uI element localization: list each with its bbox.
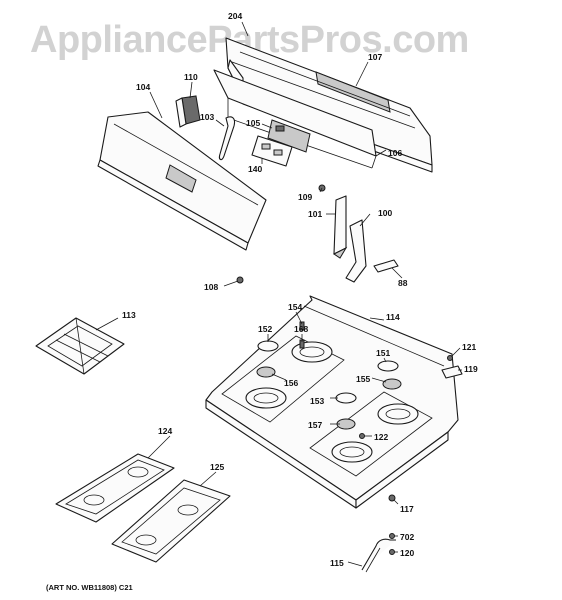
clip-88[interactable] [373,259,399,273]
callout-108[interactable]: 108 [204,282,218,292]
screw-122[interactable] [359,433,365,439]
callout-124[interactable]: 124 [158,426,172,436]
callout-115[interactable]: 115 [330,558,344,568]
fitting-120[interactable] [389,549,395,555]
callout-156[interactable]: 156 [284,378,298,388]
burner-cap-152[interactable] [257,340,279,352]
callout-125[interactable]: 125 [210,462,224,472]
leader-lines [95,21,462,567]
callout-121[interactable]: 121 [462,342,476,352]
burner-cap-153[interactable] [335,392,357,404]
control-switch[interactable] [267,119,311,153]
callout-101[interactable]: 101 [308,209,322,219]
callout-151[interactable]: 151 [376,348,390,358]
callout-88[interactable]: 88 [398,278,408,288]
callout-140[interactable]: 140 [248,164,262,174]
side-bracket-100[interactable] [345,219,367,283]
callout-109[interactable]: 109 [298,192,312,202]
callout-labels: 204 107 104 110 103 105 140 106 109 101 … [122,11,478,568]
callout-103[interactable]: 103 [200,112,214,122]
callout-107[interactable]: 107 [368,52,382,62]
callout-110[interactable]: 110 [184,72,198,82]
front-control-panel[interactable] [97,111,267,251]
callout-122[interactable]: 122 [374,432,388,442]
screw-117[interactable] [388,494,396,502]
screw-108[interactable] [236,276,244,284]
bracket-119[interactable] [441,365,463,379]
callout-105[interactable]: 105 [246,118,260,128]
callout-117[interactable]: 117 [400,504,414,514]
callout-157[interactable]: 157 [308,420,322,430]
callout-120[interactable]: 120 [400,548,414,558]
wire-harness[interactable] [218,116,236,161]
burner-base-rear-left[interactable] [291,341,333,363]
burner-base-front-left[interactable] [245,387,287,409]
burner-cap-151[interactable] [377,360,399,372]
callout-154[interactable]: 154 [288,302,302,312]
callout-153[interactable]: 153 [310,396,324,406]
drip-pan-left[interactable] [55,453,175,523]
callout-168[interactable]: 168 [294,324,308,334]
burner-base-rear-right[interactable] [377,403,419,425]
drip-pan-right[interactable] [111,479,231,563]
art-number: (ART NO. WB11808) C21 [46,583,133,592]
callout-104[interactable]: 104 [136,82,150,92]
mounting-bracket[interactable] [251,135,293,167]
burner-base-front-right[interactable] [331,441,373,463]
callout-152[interactable]: 152 [258,324,272,334]
igniter-154[interactable] [299,321,305,331]
burner-head-156[interactable] [256,366,276,378]
callout-204[interactable]: 204 [228,11,242,21]
callout-155[interactable]: 155 [356,374,370,384]
callout-114[interactable]: 114 [386,312,400,322]
side-bracket-101[interactable] [333,195,348,259]
callout-106[interactable]: 106 [388,148,402,158]
cooktop[interactable] [205,295,459,509]
screw-121[interactable] [447,355,453,361]
callout-119[interactable]: 119 [464,364,478,374]
callout-113[interactable]: 113 [122,310,136,320]
gas-tube[interactable] [361,538,396,573]
fitting-702[interactable] [389,533,395,539]
burner-grate[interactable] [35,317,125,375]
callout-702[interactable]: 702 [400,532,414,542]
callout-100[interactable]: 100 [378,208,392,218]
burner-head-155[interactable] [382,378,402,390]
oven-control-module[interactable] [175,95,201,128]
